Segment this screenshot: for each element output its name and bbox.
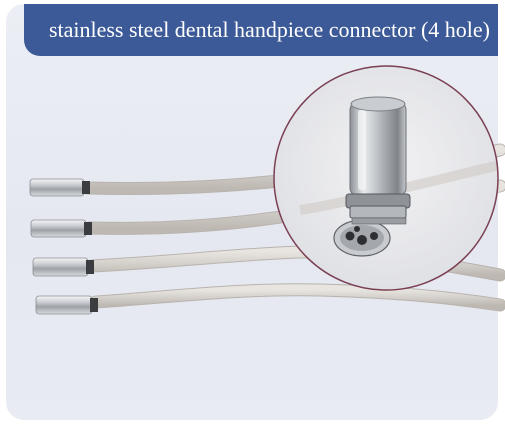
connector-1 [29,178,90,197]
connector-2 [30,219,92,238]
title-banner: stainless steel dental handpiece connect… [24,4,498,56]
page-title: stainless steel dental handpiece connect… [48,17,490,42]
zoom-inset [273,65,499,291]
connector-3 [32,257,94,277]
connector-4 [35,295,98,315]
tube-4 [89,283,505,312]
